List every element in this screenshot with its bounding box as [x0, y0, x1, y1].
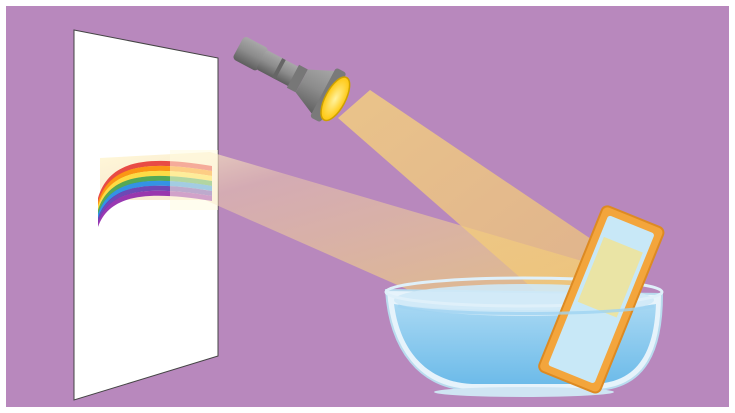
projection-screen: [74, 30, 218, 400]
rainbow-fade: [170, 150, 218, 210]
